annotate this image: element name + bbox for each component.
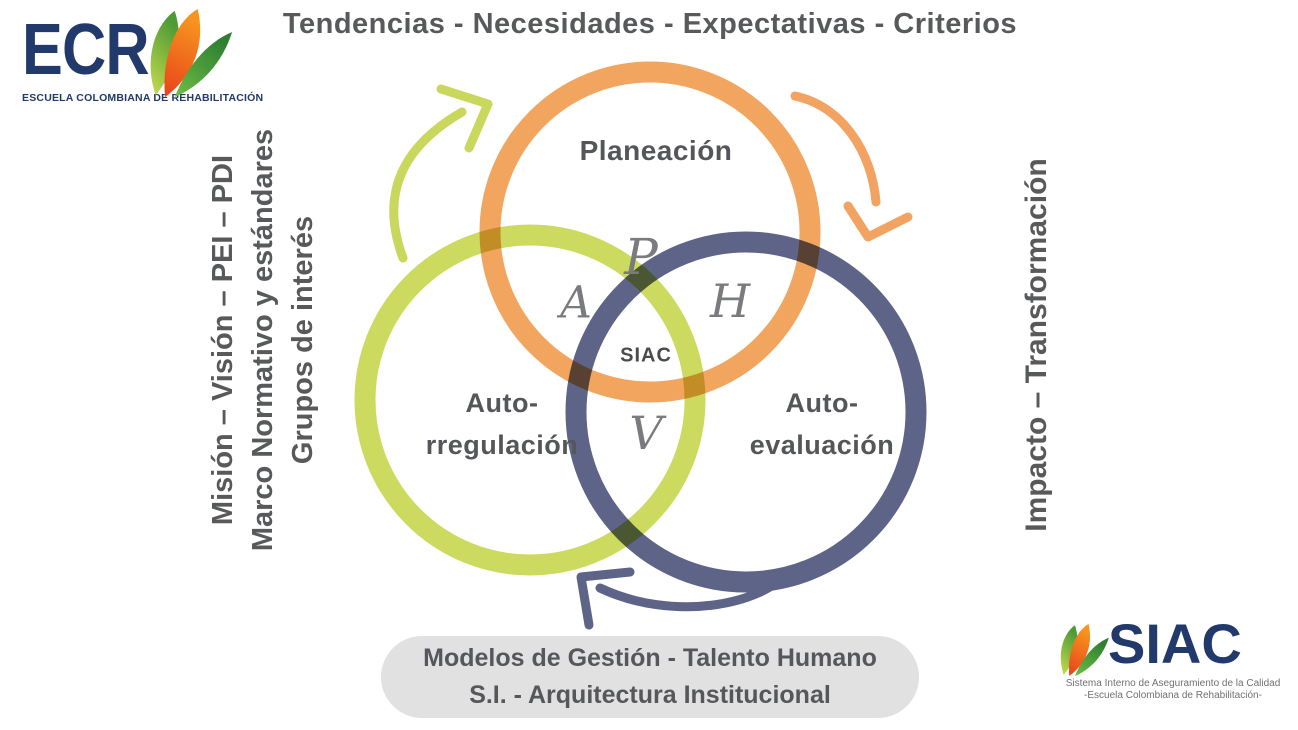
bottom-box-line-2: S.I. - Arquitectura Institucional: [469, 681, 831, 709]
phva-letter-p: P: [624, 228, 658, 286]
label-autorregulacion-line-2: rregulación: [425, 430, 579, 460]
left-context-line-1: Misión – Visión – PEI – PDI: [207, 154, 239, 526]
ecr-logo-acronym: ECR: [22, 10, 150, 90]
venn-center-label: SIAC: [620, 344, 672, 367]
cycle-arrow-navy-icon: [576, 565, 795, 630]
label-autoevaluacion: Auto- evaluación: [750, 382, 895, 466]
ecr-leaves-icon: [150, 9, 233, 98]
label-autoevaluacion-line-2: evaluación: [749, 430, 895, 460]
siac-logo-subtitle-1: Sistema Interno de Aseguramiento de la C…: [1065, 678, 1281, 689]
bottom-box-line-1: Modelos de Gestión - Talento Humano: [423, 644, 877, 672]
siac-logo-acronym: SIAC: [1108, 612, 1242, 675]
left-context-line-2: Marco Normativo y estándares: [247, 128, 279, 552]
right-context-line-1: Impacto – Transformación: [1020, 158, 1053, 532]
phva-letter-v: V: [629, 406, 663, 460]
left-context-line-3: Grupos de interés: [287, 215, 319, 465]
left-context-text: Misión – Visión – PEI – PDI Marco Normat…: [203, 60, 323, 620]
label-planeacion: Planeación: [579, 135, 733, 166]
phva-letter-a: A: [560, 277, 592, 329]
siac-logo-subtitle-2: -Escuela Colombiana de Rehabilitación-: [1084, 690, 1262, 701]
siac-leaves-icon: [1060, 624, 1109, 676]
cycle-arrow-orange-icon: [790, 91, 913, 242]
ecr-logo: ECR ESCUELA COLOMBIANA DE REHABILITACIÓN: [22, 9, 264, 104]
cycle-arrow-green-icon: [389, 84, 493, 263]
ecr-logo-subtitle: ESCUELA COLOMBIANA DE REHABILITACIÓN: [22, 92, 264, 104]
page-title: Tendencias - Necesidades - Expectativas …: [282, 8, 1018, 40]
label-autorregulacion: Auto- rregulación: [426, 382, 579, 466]
bottom-foundation-box: Modelos de Gestión - Talento Humano S.I.…: [381, 636, 919, 718]
label-autoevaluacion-line-1: Auto-: [785, 388, 859, 418]
label-autorregulacion-line-1: Auto-: [465, 388, 539, 418]
circle-autoevaluacion: [565, 231, 927, 593]
right-context-text: Impacto – Transformación: [1020, 105, 1054, 585]
circle-autorregulacion: [354, 224, 706, 576]
phva-letter-h: H: [709, 274, 751, 328]
